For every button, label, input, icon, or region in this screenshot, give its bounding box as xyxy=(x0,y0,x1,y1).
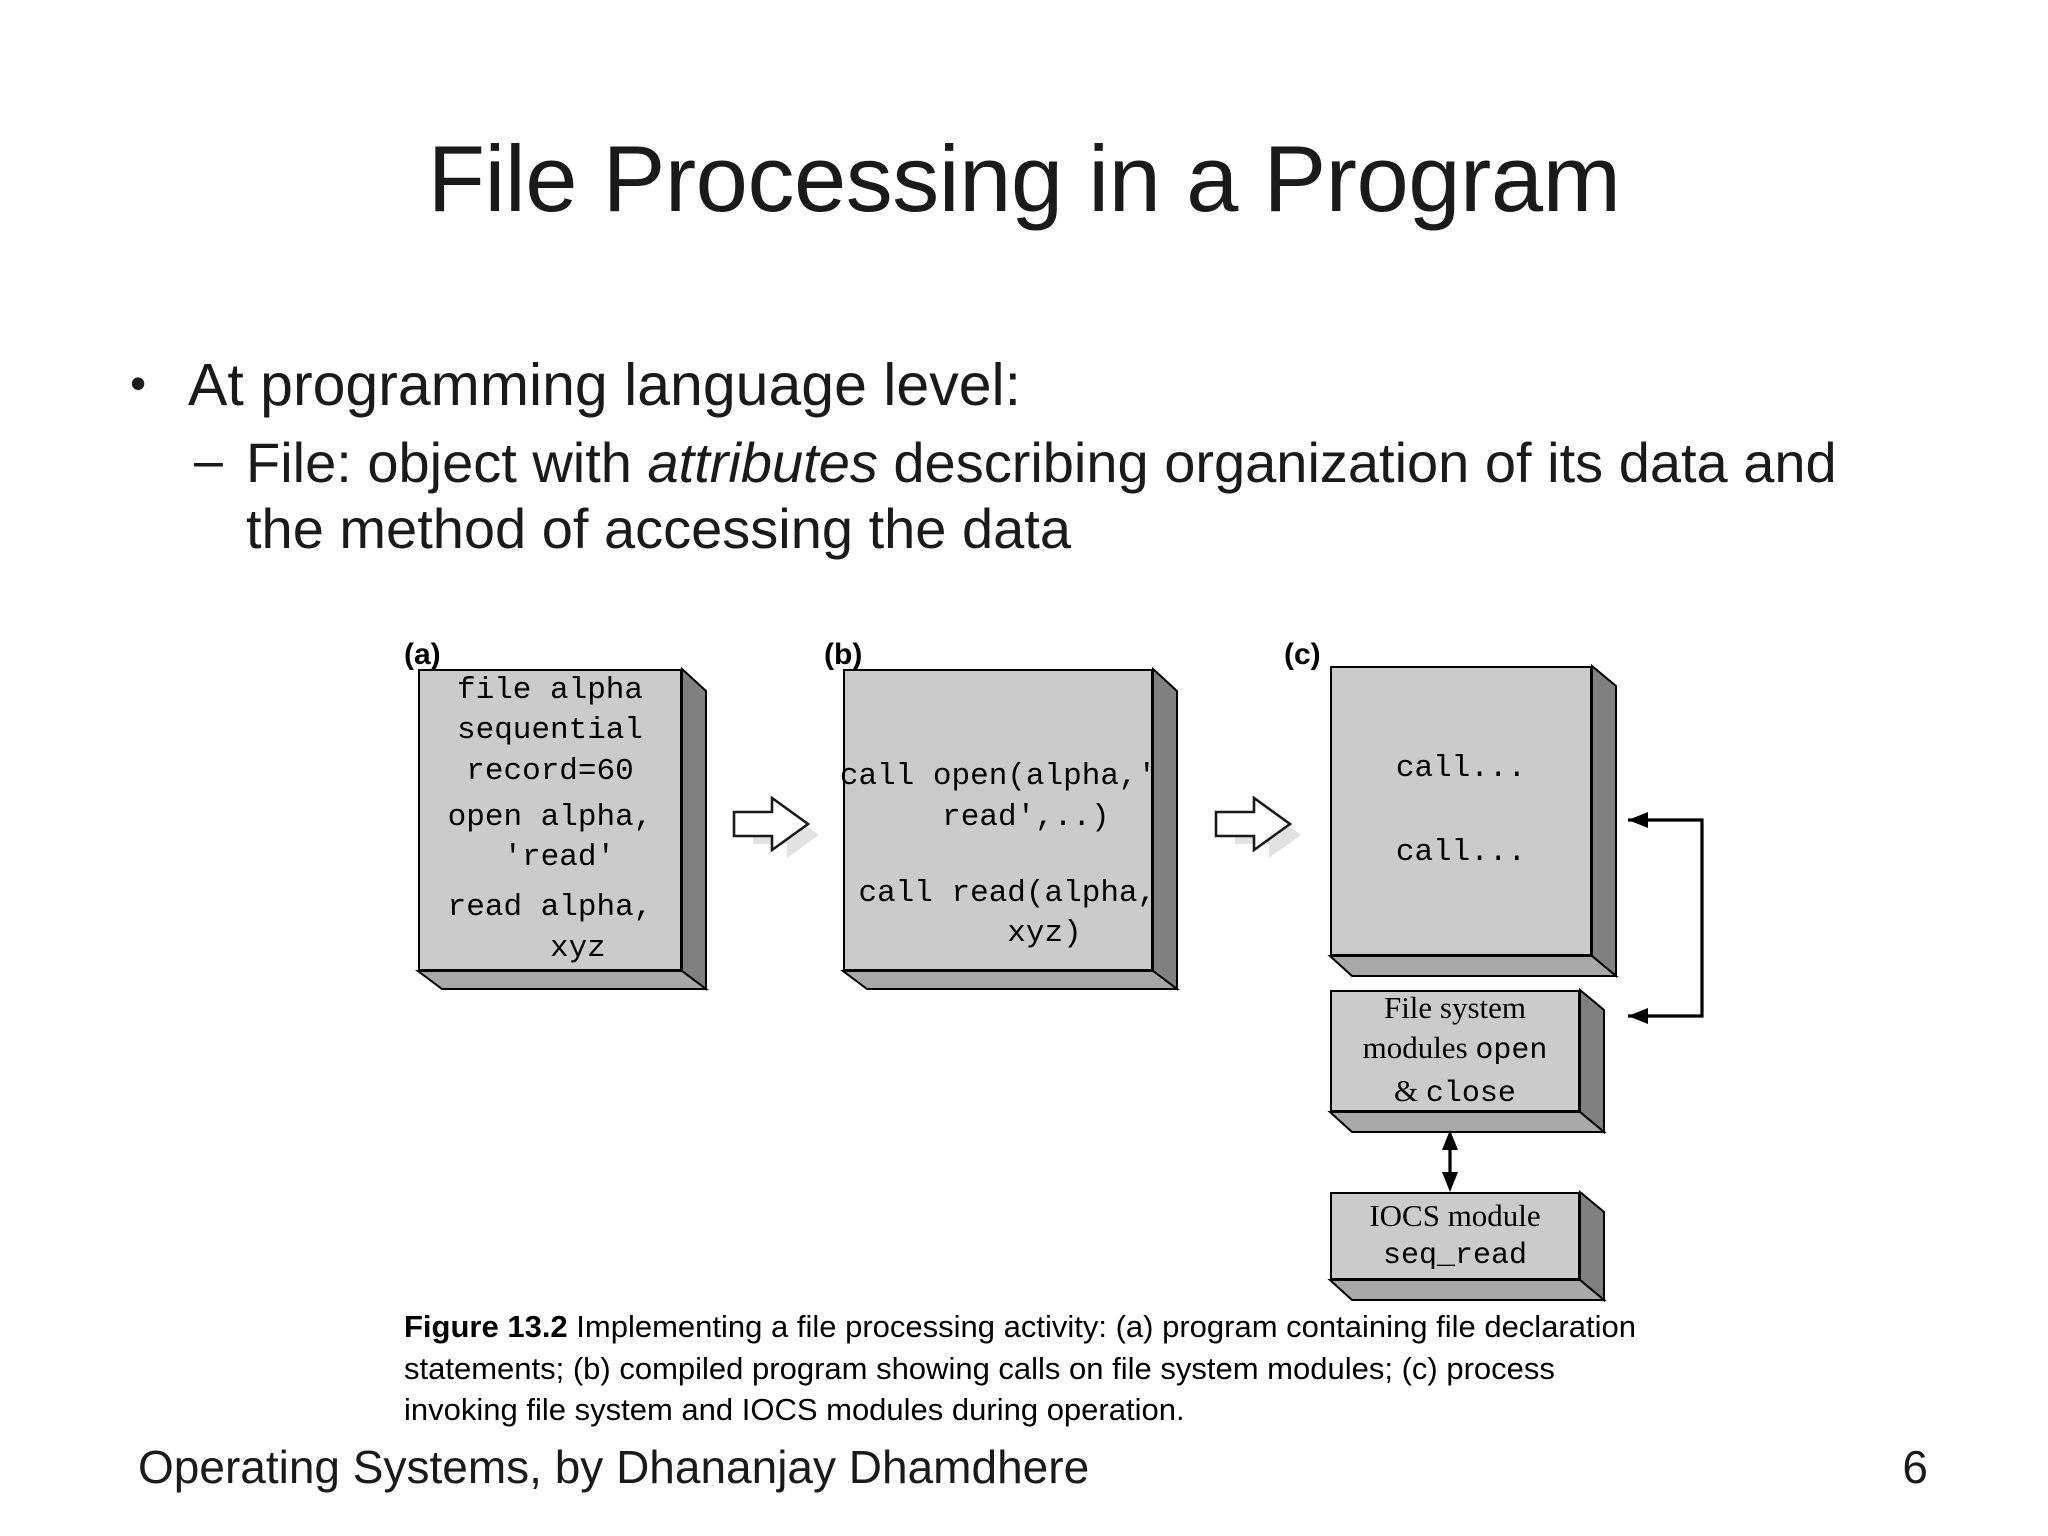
box-c-3d-shading xyxy=(1327,663,1619,979)
bullet-item-level1: • At programming language level: xyxy=(120,352,1930,418)
double-headed-arrow-fs-to-iocs xyxy=(1442,1130,1458,1192)
footer-attribution: Operating Systems, by Dhananjay Dhamdher… xyxy=(138,1441,1090,1493)
box-a-code-read: read alpha, xyz xyxy=(447,890,653,966)
bullet-item-level2: – File: object with attributes describin… xyxy=(120,430,1930,562)
bullet-list: • At programming language level: – File:… xyxy=(120,352,1930,562)
bullet-text-level1: At programming language level: xyxy=(188,352,1022,418)
return-connector-arrow-c-to-filesystem xyxy=(1628,812,1704,1024)
figure-caption-text: Implementing a file processing activity:… xyxy=(404,1309,1636,1428)
page-title: File Processing in a Program xyxy=(427,126,1621,231)
box-fs-3d-shading xyxy=(1327,987,1607,1135)
box-fs-line-2: modules open xyxy=(1362,1030,1548,1069)
box-b-compiled-program: call open(alpha,' read',..) call read(al… xyxy=(839,666,1180,991)
box-c-code-2: call... xyxy=(1395,835,1527,870)
bullet-marker-dash: – xyxy=(194,432,223,491)
box-iocs-module: IOCS module seq_read xyxy=(1327,1189,1607,1303)
box-fs-line-3: & close xyxy=(1394,1073,1516,1112)
box-b-3d-shading xyxy=(840,666,1180,991)
box-iocs-line-1: IOCS module xyxy=(1369,1198,1541,1234)
footer-page-number: 6 xyxy=(1902,1441,1928,1493)
box-c-process: call... call... xyxy=(1327,663,1619,979)
block-arrow-right-b-to-c xyxy=(1214,796,1301,858)
box-b-code-open: call open(alpha,' read',..) xyxy=(839,759,1157,835)
box-c-code-1: call... xyxy=(1395,750,1527,786)
box-fs-line-1: File system xyxy=(1383,989,1527,1025)
box-a-face: file alpha sequential record=60 open alp… xyxy=(418,669,682,971)
panel-label-a: (a) xyxy=(404,638,441,671)
bullet-text-level2: File: object with attributes describing … xyxy=(246,430,1846,562)
box-iocs-face: IOCS module seq_read xyxy=(1330,1192,1580,1280)
figure-caption-number: Figure 13.2 xyxy=(404,1309,568,1344)
box-iocs-line-2: seq_read xyxy=(1382,1238,1528,1273)
box-c-face: call... call... xyxy=(1330,666,1592,956)
box-a-program: file alpha sequential record=60 open alp… xyxy=(415,666,709,991)
bullet-text-level2-italic: attributes xyxy=(647,431,878,495)
block-arrow-right-a-to-b xyxy=(732,796,819,858)
bullet-marker-dot: • xyxy=(130,357,147,409)
bullet-text-level2-after: describing organization of its data and … xyxy=(246,431,1837,561)
panel-label-c: (c) xyxy=(1284,638,1321,671)
box-b-face: call open(alpha,' read',..) call read(al… xyxy=(839,669,1157,971)
box-a-code: file alpha sequential record=60 xyxy=(456,673,644,789)
box-a-3d-shading xyxy=(415,666,709,991)
box-a-code-open: open alpha, 'read' xyxy=(447,800,653,876)
box-fs-face: File system modules open & close xyxy=(1330,990,1580,1112)
box-file-system-modules: File system modules open & close xyxy=(1327,987,1607,1135)
panel-label-b: (b) xyxy=(824,638,863,671)
bullet-text-level2-before: File: object with xyxy=(246,431,648,495)
box-iocs-3d-shading xyxy=(1327,1189,1607,1303)
figure-caption: Figure 13.2 Implementing a file processi… xyxy=(404,1306,1654,1431)
box-b-code-read: call read(alpha, xyz) xyxy=(839,876,1157,952)
